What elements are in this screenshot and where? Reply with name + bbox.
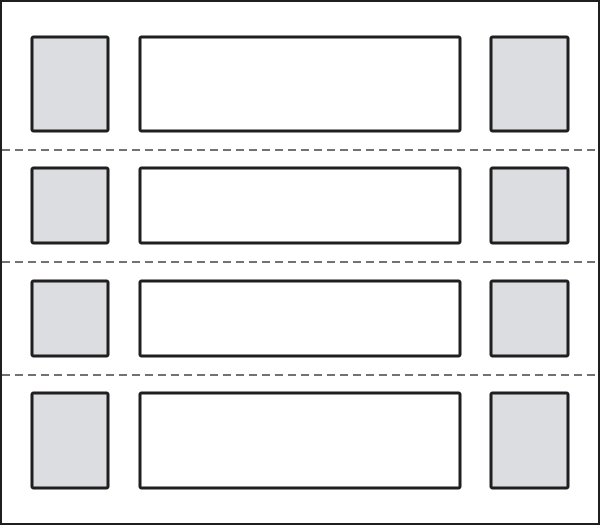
row-2-center-box — [138, 166, 462, 245]
row-2-left-box — [30, 166, 110, 245]
row-4-right-box — [489, 391, 570, 490]
row-3-center-box — [138, 279, 462, 358]
row-1-left-box — [30, 35, 110, 133]
row-1-right-box — [489, 35, 570, 133]
row-4-left-box — [30, 391, 110, 490]
row-3-left-box — [30, 279, 110, 358]
row-2-right-box — [489, 166, 570, 245]
row-1-center-box — [138, 35, 462, 133]
row-4-center-box — [138, 391, 462, 490]
row-3-right-box — [489, 279, 570, 358]
